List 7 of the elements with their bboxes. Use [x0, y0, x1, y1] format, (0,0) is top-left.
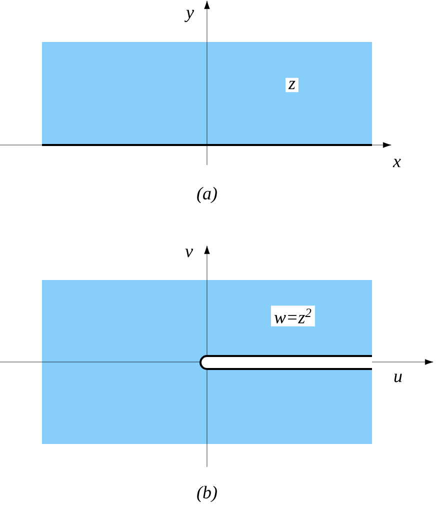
axis-label: u [394, 374, 402, 382]
axis-label: x [392, 158, 401, 168]
panel-caption: (a) [197, 186, 217, 204]
panel-caption: (b) [197, 486, 217, 502]
region-label: w=z$^{2}$ [271, 306, 315, 326]
axis-label: v [185, 248, 193, 258]
axis-label: y [184, 10, 194, 22]
